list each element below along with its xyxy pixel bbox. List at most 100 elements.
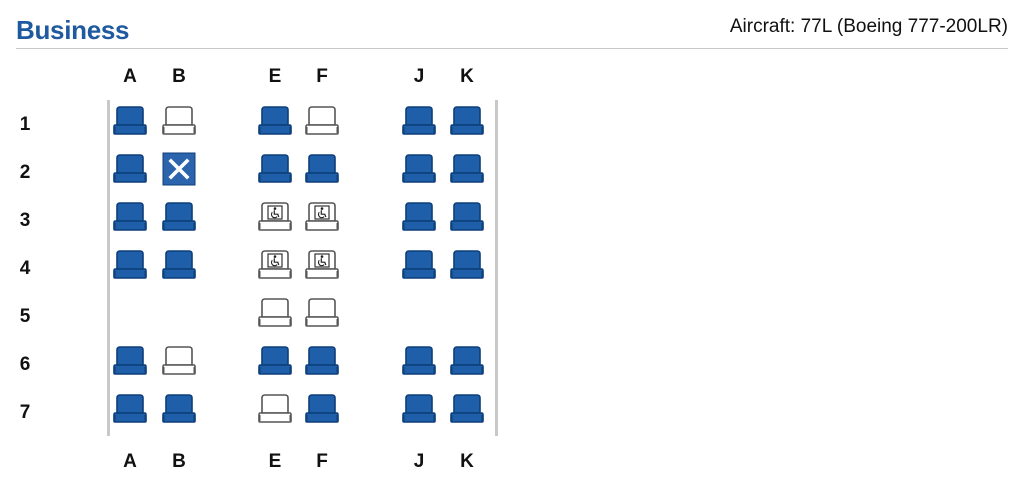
col-label-bottom-j: J — [413, 451, 425, 472]
blocked-seat-icon — [161, 152, 197, 186]
seat-1a-occupied[interactable] — [112, 104, 148, 138]
seat-6e-occupied[interactable] — [257, 344, 293, 378]
col-label-top-a: A — [123, 66, 137, 87]
row-label-3: 3 — [19, 210, 31, 231]
seat-1k-occupied[interactable] — [449, 104, 485, 138]
col-label-bottom-b: B — [172, 451, 186, 472]
seat-5e-available[interactable] — [257, 296, 293, 330]
seat-icon — [304, 152, 340, 186]
seat-5f-available[interactable] — [304, 296, 340, 330]
seat-icon — [401, 200, 437, 234]
aircraft-info: Aircraft: 77L (Boeing 777-200LR) — [729, 16, 1008, 37]
seat-4b-occupied[interactable] — [161, 248, 197, 282]
seat-2a-occupied[interactable] — [112, 152, 148, 186]
wheelchair-icon — [314, 253, 330, 268]
col-label-top-e: E — [268, 66, 282, 87]
seat-3f-wheelchair[interactable] — [304, 200, 340, 234]
row-label-4: 4 — [19, 258, 31, 279]
seat-6k-occupied[interactable] — [449, 344, 485, 378]
seat-7f-occupied[interactable] — [304, 392, 340, 426]
seat-icon — [112, 392, 148, 426]
accessible-seat-icon — [257, 200, 293, 234]
seat-icon — [161, 200, 197, 234]
seat-icon — [161, 392, 197, 426]
seat-7k-occupied[interactable] — [449, 392, 485, 426]
seat-icon — [257, 344, 293, 378]
seat-icon — [112, 200, 148, 234]
cabin-title: Business — [16, 15, 130, 45]
seat-7a-occupied[interactable] — [112, 392, 148, 426]
accessible-seat-icon — [304, 248, 340, 282]
seat-4f-wheelchair[interactable] — [304, 248, 340, 282]
seat-3j-occupied[interactable] — [401, 200, 437, 234]
seat-icon — [112, 344, 148, 378]
seat-7b-occupied[interactable] — [161, 392, 197, 426]
seat-icon — [304, 392, 340, 426]
seat-icon — [257, 296, 293, 330]
seat-icon — [257, 392, 293, 426]
seat-icon — [401, 392, 437, 426]
col-label-bottom-e: E — [268, 451, 282, 472]
col-label-bottom-a: A — [123, 451, 137, 472]
cabin-wall-right — [495, 100, 498, 436]
col-label-top-b: B — [172, 66, 186, 87]
seat-3e-wheelchair[interactable] — [257, 200, 293, 234]
seat-icon — [401, 248, 437, 282]
seat-6f-occupied[interactable] — [304, 344, 340, 378]
seat-icon — [161, 104, 197, 138]
seat-2k-occupied[interactable] — [449, 152, 485, 186]
seat-3a-occupied[interactable] — [112, 200, 148, 234]
seat-icon — [304, 344, 340, 378]
row-label-6: 6 — [19, 354, 31, 375]
seat-4j-occupied[interactable] — [401, 248, 437, 282]
seat-icon — [449, 104, 485, 138]
seat-icon — [112, 152, 148, 186]
col-label-bottom-f: F — [316, 451, 328, 472]
seat-1e-occupied[interactable] — [257, 104, 293, 138]
accessible-seat-icon — [257, 248, 293, 282]
seat-7e-available[interactable] — [257, 392, 293, 426]
seat-icon — [304, 296, 340, 330]
wheelchair-icon — [267, 205, 283, 220]
seat-3b-occupied[interactable] — [161, 200, 197, 234]
seat-4k-occupied[interactable] — [449, 248, 485, 282]
seat-3k-occupied[interactable] — [449, 200, 485, 234]
seat-icon — [449, 392, 485, 426]
accessible-seat-icon — [304, 200, 340, 234]
cabin-header: Business Aircraft: 77L (Boeing 777-200LR… — [16, 12, 1008, 49]
seat-icon — [161, 248, 197, 282]
seat-1j-occupied[interactable] — [401, 104, 437, 138]
seat-6a-occupied[interactable] — [112, 344, 148, 378]
seat-icon — [449, 152, 485, 186]
row-label-5: 5 — [19, 306, 31, 327]
seat-icon — [112, 248, 148, 282]
col-label-top-f: F — [316, 66, 328, 87]
seat-1f-available[interactable] — [304, 104, 340, 138]
seat-icon — [401, 344, 437, 378]
seat-2b-blocked[interactable] — [161, 152, 197, 186]
seat-6b-available[interactable] — [161, 344, 197, 378]
seat-icon — [449, 200, 485, 234]
seat-2f-occupied[interactable] — [304, 152, 340, 186]
seat-7j-occupied[interactable] — [401, 392, 437, 426]
seat-icon — [257, 104, 293, 138]
seat-2e-occupied[interactable] — [257, 152, 293, 186]
row-label-1: 1 — [19, 114, 31, 135]
col-label-top-j: J — [413, 66, 425, 87]
seat-icon — [401, 104, 437, 138]
seat-icon — [449, 344, 485, 378]
seat-icon — [304, 104, 340, 138]
wheelchair-icon — [314, 205, 330, 220]
seat-4a-occupied[interactable] — [112, 248, 148, 282]
seat-2j-occupied[interactable] — [401, 152, 437, 186]
seat-icon — [257, 152, 293, 186]
seat-6j-occupied[interactable] — [401, 344, 437, 378]
row-label-2: 2 — [19, 162, 31, 183]
seat-4e-wheelchair[interactable] — [257, 248, 293, 282]
cabin-wall-left — [107, 100, 110, 436]
seat-icon — [401, 152, 437, 186]
seat-icon — [161, 344, 197, 378]
seat-1b-available[interactable] — [161, 104, 197, 138]
col-label-bottom-k: K — [460, 451, 474, 472]
